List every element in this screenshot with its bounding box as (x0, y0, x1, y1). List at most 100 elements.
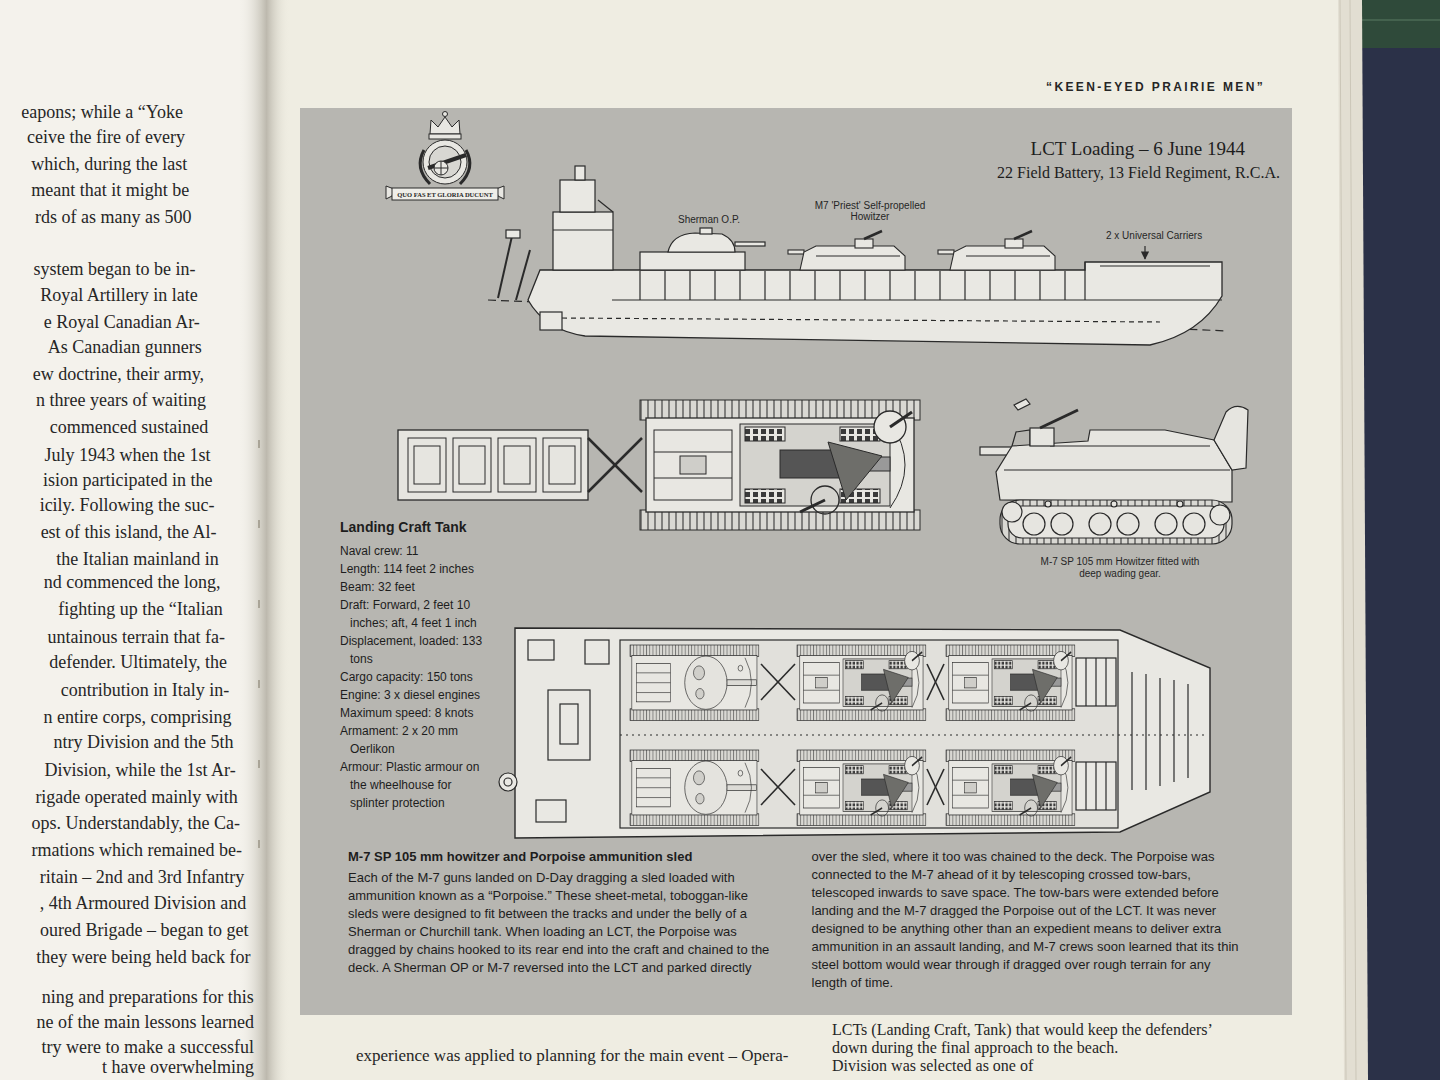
lct-side-view-part (938, 231, 1055, 270)
lct-top-view-part-part (1187, 684, 1188, 778)
artillery-badge-part (429, 134, 461, 139)
binding-stitches-part (258, 760, 260, 768)
figure-title: LCT Loading – 6 June 1944 (1031, 138, 1245, 160)
body-text-line: the Italian mainland in (56, 548, 218, 570)
lct-side-view-part-part (964, 271, 965, 300)
body-text-line: Royal Artillery in late (40, 284, 197, 306)
lct-top-view-part-part (927, 664, 944, 700)
m7-side-view-part (1000, 500, 1232, 544)
body-text-line: down during the final approach to the be… (832, 1039, 1118, 1057)
lct-top-view-part-part (761, 769, 795, 805)
artillery-badge-part (392, 188, 498, 200)
m7-with-sled-top-view-part (398, 430, 588, 500)
m7-side-view-part (1045, 501, 1051, 507)
spec-item: Armour: Plastic armour on the wheelhouse… (340, 758, 492, 812)
m7-side-view (980, 399, 1248, 544)
lct-top-view-part (1095, 658, 1096, 706)
body-text-line: meant that it might be (31, 179, 189, 201)
body-text-line: try were to make a successful (42, 1036, 254, 1058)
spec-list: Landing Craft TankNaval crew: 11Length: … (340, 516, 492, 812)
lct-top-view-part (797, 750, 926, 825)
binding-stitches-part (258, 440, 260, 448)
lct-top-view-part-part (761, 664, 795, 700)
lct-top-view-part-part (927, 769, 944, 805)
body-text-line: contribution in Italy in- (61, 679, 229, 701)
lct-top-view-part (946, 750, 1075, 825)
artillery-badge-part (434, 161, 448, 175)
binding-stitches-part (258, 600, 260, 608)
lct-side-view-part (1084, 262, 1085, 300)
artillery-badge-part (430, 117, 460, 134)
lct-top-view-part-part (1131, 672, 1132, 790)
body-text-line: t have overwhelming (102, 1056, 254, 1078)
lct-top-view-part (585, 640, 609, 664)
lct-side-view-part (1144, 246, 1145, 259)
lct-side-view-part-part (689, 271, 690, 300)
m7-side-view-part (1014, 399, 1030, 410)
lct-side-view-part (516, 250, 530, 300)
spec-item: Naval crew: 11 (340, 542, 492, 560)
spec-item: Cargo capacity: 150 tons (340, 668, 492, 686)
body-text-line: oured Brigade – began to get (40, 919, 248, 941)
body-text-line: ntry Division and the 5th (53, 731, 233, 753)
body-text-line: n three years of waiting (36, 389, 206, 411)
m7-side-view-part (1089, 513, 1111, 535)
lct-side-view-part-part (714, 271, 715, 300)
lct-top-view-part (1132, 672, 1188, 790)
badge-motto: QUO FAS ET GLORIA DUCUNT (392, 190, 498, 199)
lct-side-view-part (575, 166, 585, 180)
m7-with-sled-top-view-part (588, 438, 642, 492)
lct-side-view-part-part (989, 271, 990, 300)
spec-item: Beam: 32 feet (340, 578, 492, 596)
body-text-line: ritain – 2nd and 3rd Infantry (40, 866, 244, 888)
lct-top-view (499, 628, 1210, 838)
lct-top-view-part (528, 640, 554, 660)
body-text-line: ning and preparations for this (42, 986, 254, 1008)
m7-with-sled-top-view-part (588, 438, 642, 492)
running-head: “KEEN-EYED PRAIRIE MEN” (1046, 80, 1265, 94)
body-text-line: ceive the fire of every (27, 126, 185, 148)
lct-side-view-part-part (764, 271, 765, 300)
lct-side-view-part-part (864, 271, 865, 300)
lct-side-view-part-part (914, 271, 915, 300)
lct-side-view-part (700, 228, 712, 234)
binding-stitches (258, 440, 260, 848)
m7-side-view-part (1050, 445, 1210, 446)
body-text-line: fighting up the “Italian (58, 598, 222, 620)
body-text-line: n entire corps, comprising (43, 706, 231, 728)
right-page (262, 0, 1344, 1080)
body-text-line: icily. Following the suc- (40, 494, 215, 516)
artillery-badge-part (423, 140, 467, 184)
body-text-line: which, during the last (31, 153, 187, 175)
spec-item: Displacement, loaded: 133 tons (340, 632, 492, 668)
lct-top-view-part (620, 734, 1205, 735)
figure-subtitle: 22 Field Battery, 13 Field Regiment, R.C… (997, 164, 1280, 182)
m7-side-view-part (1030, 428, 1054, 446)
body-text-line: eapons; while a “Yoke (21, 101, 183, 123)
body-text-line: Division, while the 1st Ar- (45, 759, 236, 781)
lct-side-view-part (506, 230, 520, 238)
lct-top-view-part (1076, 762, 1116, 810)
spec-item: Armament: 2 x 20 mm Oerlikon (340, 722, 492, 758)
lct-side-view-part (668, 233, 735, 252)
body-text-line: ops. Understandably, the Ca- (32, 812, 240, 834)
lct-top-view-part-part (1145, 674, 1146, 790)
lct-side-view-part (788, 231, 905, 270)
body-text-line: e Royal Canadian Ar- (44, 311, 200, 333)
body-text-line: LCTs (Landing Craft, Tank) that would ke… (832, 1021, 1213, 1039)
part-label: M7 'Priest' Self-propelled Howitzer (800, 200, 940, 222)
artillery-badge (386, 112, 504, 201)
body-text-line: commenced sustained (50, 416, 208, 438)
lct-top-view-part-part (761, 664, 795, 700)
lct-side-view-part (560, 180, 595, 212)
lct-side-view-part (498, 236, 512, 298)
lct-side-view-part (1100, 265, 1210, 266)
lct-side-view-part-part (839, 271, 840, 300)
lct-side-view (488, 166, 1228, 345)
artillery-badge-part (434, 168, 448, 169)
lct-top-view-part (1095, 762, 1096, 810)
lct-side-view-part-part (939, 271, 940, 300)
lct-top-view-part (1085, 762, 1086, 810)
m7-side-view-part (1111, 501, 1117, 507)
